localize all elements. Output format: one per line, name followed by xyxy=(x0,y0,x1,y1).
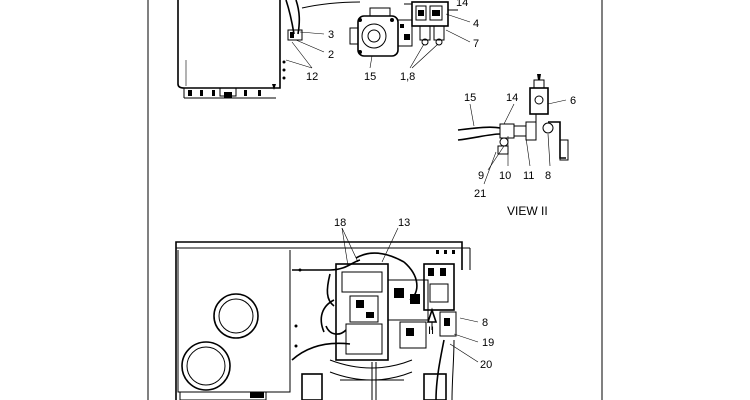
callout-9: 9 xyxy=(478,170,484,182)
callout-20: 20 xyxy=(480,359,492,371)
bottom-assembly: 18 13 8 19 20 II xyxy=(175,217,494,400)
callout-10: 10 xyxy=(499,170,511,182)
callout-8-bottom: 8 xyxy=(482,317,488,329)
callout-4: 4 xyxy=(473,18,479,30)
valve-block xyxy=(404,1,458,46)
callout-21: 21 xyxy=(474,188,486,200)
tank-ports xyxy=(181,293,259,391)
top-assembly: 14 3 2 12 4 7 15 1,8 xyxy=(177,0,479,99)
callout-7: 7 xyxy=(473,38,479,50)
callout-2: 2 xyxy=(328,49,334,61)
callout-12: 12 xyxy=(306,71,318,83)
view-ii-detail: 15 14 6 9 10 11 8 21 VIEW II xyxy=(457,74,576,218)
callout-15-view: 15 xyxy=(464,92,476,104)
callout-14-view: 14 xyxy=(506,92,518,104)
callout-6: 6 xyxy=(570,95,576,107)
callout-8-view: 8 xyxy=(545,170,551,182)
callout-13: 13 xyxy=(398,217,410,229)
callout-1-8: 1,8 xyxy=(400,71,415,83)
main-pump xyxy=(329,263,429,381)
callout-14-top: 14 xyxy=(456,0,468,9)
view-title: VIEW II xyxy=(507,204,548,218)
callout-19: 19 xyxy=(482,337,494,349)
callout-3: 3 xyxy=(328,29,334,41)
view-ii-marker: II xyxy=(428,325,434,337)
callout-18: 18 xyxy=(334,217,346,229)
pump-15 xyxy=(349,7,413,57)
page-frame xyxy=(147,0,603,400)
callout-15-top: 15 xyxy=(364,71,376,83)
callout-11: 11 xyxy=(523,170,534,182)
control-valves xyxy=(423,263,457,337)
tank-drain-fittings xyxy=(188,84,276,98)
